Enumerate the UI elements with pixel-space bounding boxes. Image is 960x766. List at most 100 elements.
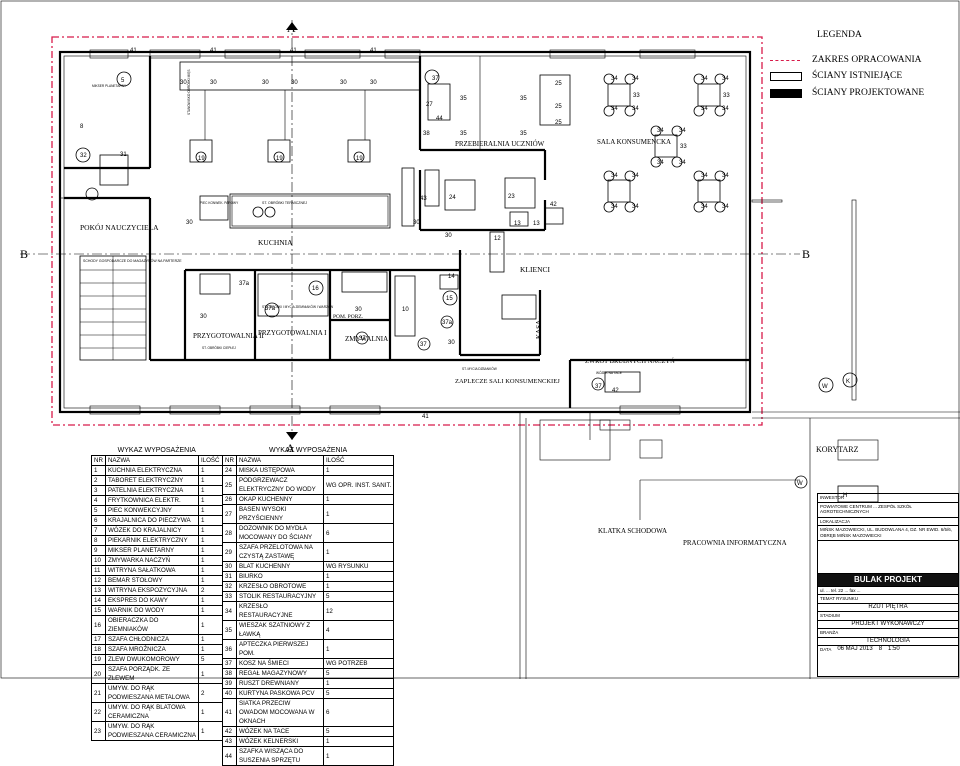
cell-nr: 43 xyxy=(222,736,237,747)
svg-text:37a: 37a xyxy=(265,306,276,312)
cell-nr: 2 xyxy=(91,475,106,486)
svg-text:35: 35 xyxy=(460,131,467,137)
cell-ilosc: 5 xyxy=(197,654,223,665)
stamp-lokalizacja: MIŃSK MAZOWIECKI, UL. BUDOWLANA 4, DZ. N… xyxy=(818,526,958,541)
service-stairs xyxy=(79,255,147,361)
cell-nazwa: UMYW. DO RĄK PODWIESZANA CERAMICZNA xyxy=(104,721,199,741)
cell-nr: 38 xyxy=(222,668,237,679)
svg-text:25: 25 xyxy=(555,104,562,110)
svg-text:30: 30 xyxy=(262,80,269,86)
svg-text:34: 34 xyxy=(632,106,639,112)
cell-nr: 41 xyxy=(222,698,237,727)
cell-nr: 36 xyxy=(222,639,237,659)
corridor-elements xyxy=(539,199,879,461)
cell-nazwa: OBIERACZKA DO ZIEMNIAKÓW xyxy=(104,615,199,635)
cell-nr: 7 xyxy=(91,525,106,536)
cell-nazwa: WIESZAK SZATNIOWY Z ŁAWKĄ xyxy=(235,620,324,640)
cell-nazwa: EKSPRES DO KAWY xyxy=(104,595,199,606)
cell-ilosc: 5 xyxy=(322,726,395,737)
svg-text:30: 30 xyxy=(180,80,187,86)
cell-ilosc: 5 xyxy=(322,668,395,679)
svg-text:34: 34 xyxy=(701,204,708,210)
cell-nazwa: BLAT KUCHENNY xyxy=(235,561,324,572)
room-przyg1: PRZYGOTOWALNIA I xyxy=(258,329,327,337)
label-obrobki-ciepla: ST. OBRÓBKI CIEPŁEJ xyxy=(202,345,236,350)
cell-ilosc: 4 xyxy=(322,620,395,640)
cell-ilosc: WG RYSUNKU xyxy=(322,561,395,572)
cell-nr: 34 xyxy=(222,601,237,621)
stamp-sheet: 8 xyxy=(878,646,883,652)
cell-nazwa: KURTYNA PASKOWA PCV xyxy=(235,688,324,699)
axis-b-left: B xyxy=(20,247,28,261)
stamp-branch: TECHNOLOGIA xyxy=(818,638,958,646)
svg-text:34: 34 xyxy=(722,204,729,210)
cell-nr: 29 xyxy=(222,542,237,562)
cell-ilosc: 5 xyxy=(322,591,395,602)
svg-text:24: 24 xyxy=(449,195,456,201)
svg-text:30: 30 xyxy=(340,80,347,86)
cell-nazwa: BEMAR STOŁOWY xyxy=(104,575,199,586)
cell-ilosc: 1 xyxy=(197,505,223,516)
scope-boundary xyxy=(51,36,763,426)
svg-text:34: 34 xyxy=(679,160,686,166)
cell-nazwa: WÓZEK KELNERSKI xyxy=(235,736,324,747)
stamp-scale: 1:50 xyxy=(888,646,900,652)
room-zmywalnia: ZMYWALNIA xyxy=(345,335,388,343)
cell-nazwa: SZAFA PRZELOTOWA NA CZYSTĄ ZASTAWĘ xyxy=(235,542,324,562)
svg-text:44: 44 xyxy=(436,116,443,122)
cell-ilosc: 1 xyxy=(197,465,223,476)
stamp-stage-label: STADIUM xyxy=(818,612,958,621)
cell-nr: 44 xyxy=(222,746,237,766)
svg-text:35: 35 xyxy=(520,96,527,102)
table-title-left: WYKAZ WYPOSAŻENIA xyxy=(117,447,196,454)
cell-nr: 25 xyxy=(222,475,237,495)
cell-nazwa: WÓZEK DO KRAJALNICY xyxy=(104,525,199,536)
svg-text:35: 35 xyxy=(460,96,467,102)
cell-nr: 21 xyxy=(91,683,106,703)
svg-text:30: 30 xyxy=(370,80,377,86)
legend-item-new: ŚCIANY PROJEKTOWANE xyxy=(812,88,925,98)
cell-nazwa: BASEN WYSOKI PRZYŚCIENNY xyxy=(235,504,324,524)
cell-nazwa: TABORET ELEKTRYCZNY xyxy=(104,475,199,486)
cell-nazwa: KOSZ NA ŚMIECI xyxy=(235,658,324,669)
cell-nazwa: SZAFA MROŹNICZA xyxy=(104,644,199,655)
axis-a-bottom: A xyxy=(286,441,295,455)
cell-nazwa: WITRYNA EKSPOZYCYJNA xyxy=(104,585,199,596)
cell-nazwa: SZAFKA WISZĄCA DO SUSZENIA SPRZĘTU xyxy=(235,746,324,766)
cell-ilosc: 1 xyxy=(322,542,395,562)
cell-ilosc: 1 xyxy=(322,504,395,524)
svg-text:33: 33 xyxy=(723,93,730,99)
svg-text:37: 37 xyxy=(359,336,366,342)
svg-text:13: 13 xyxy=(533,221,540,227)
cell-ilosc: 1 xyxy=(322,678,395,689)
cell-nazwa: PIEC KONWEKCYJNY xyxy=(104,505,199,516)
stamp-footer: DATA 06 MAJ 2013 8 1:50 xyxy=(818,646,958,654)
stamp-drawing-label: TEMAT RYSUNKU xyxy=(818,595,958,604)
cell-ilosc: 2 xyxy=(197,683,223,703)
cell-nr: 28 xyxy=(222,523,237,543)
cell-nr: 31 xyxy=(222,571,237,582)
cell-ilosc: 1 xyxy=(197,475,223,486)
cell-ilosc: 1 xyxy=(197,515,223,526)
existing-walls xyxy=(58,50,960,679)
kitchen-equipment xyxy=(75,61,879,503)
cell-ilosc: 1 xyxy=(197,615,223,635)
svg-text:42: 42 xyxy=(550,202,557,208)
cell-nazwa: REGAŁ MAGAZYNOWY xyxy=(235,668,324,679)
label-st-mycia: ST. MYCIA DZBANKÓW xyxy=(462,366,497,371)
cell-nazwa: APTECZKA PIERWSZEJ POM. xyxy=(235,639,324,659)
svg-text:25: 25 xyxy=(555,120,562,126)
svg-text:30: 30 xyxy=(210,80,217,86)
cell-ilosc: 1 xyxy=(322,746,395,766)
